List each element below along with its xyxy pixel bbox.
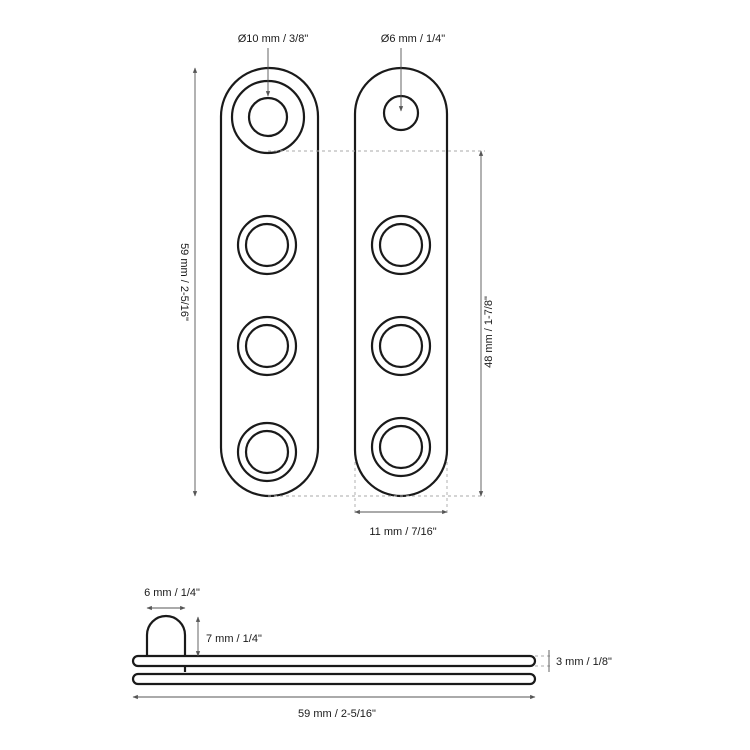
small-hole-dimension: Ø6 mm / 1/4" <box>381 33 446 112</box>
plate-width-label: 11 mm / 7/16" <box>369 526 436 538</box>
hole-span-label: 48 mm / 1-7/8" <box>483 296 495 368</box>
side-view-bottom-plate <box>131 672 537 686</box>
plate-thickness-label: 3 mm / 1/8" <box>556 656 612 668</box>
right-plate-hole-3 <box>370 315 432 377</box>
right-plate-hole-4 <box>370 416 432 478</box>
hole-span-dimension: 48 mm / 1-7/8" <box>268 150 495 497</box>
left-plate-hole-4 <box>236 421 298 483</box>
pin-diameter-label: 6 mm / 1/4" <box>144 587 200 599</box>
overall-length-label: 59 mm / 2-5/16" <box>178 243 190 321</box>
big-hole-diameter-label: Ø10 mm / 3/8" <box>238 33 309 45</box>
overall-length-dimension: 59 mm / 2-5/16" <box>178 67 198 497</box>
side-view <box>131 614 537 686</box>
left-plate-hole-2 <box>236 214 298 276</box>
right-plate-hole-2 <box>370 214 432 276</box>
side-view-pin <box>145 614 187 658</box>
left-plate-hole-3 <box>236 315 298 377</box>
plate-width-dimension: 11 mm / 7/16" <box>354 462 448 538</box>
pin-diameter-dimension: 6 mm / 1/4" <box>144 587 200 611</box>
side-length-dimension: 59 mm / 2-5/16" <box>132 694 536 720</box>
small-hole-diameter-label: Ø6 mm / 1/4" <box>381 33 446 45</box>
side-length-label: 59 mm / 2-5/16" <box>298 708 376 720</box>
right-plate <box>353 66 449 498</box>
plate-thickness-dimension: 3 mm / 1/8" <box>535 650 612 672</box>
pin-height-dimension: 7 mm / 1/4" <box>195 616 262 657</box>
big-hole-dimension: Ø10 mm / 3/8" <box>238 33 309 97</box>
side-view-top-plate <box>131 654 537 668</box>
left-plate <box>219 66 320 498</box>
pin-height-label: 7 mm / 1/4" <box>206 633 262 645</box>
